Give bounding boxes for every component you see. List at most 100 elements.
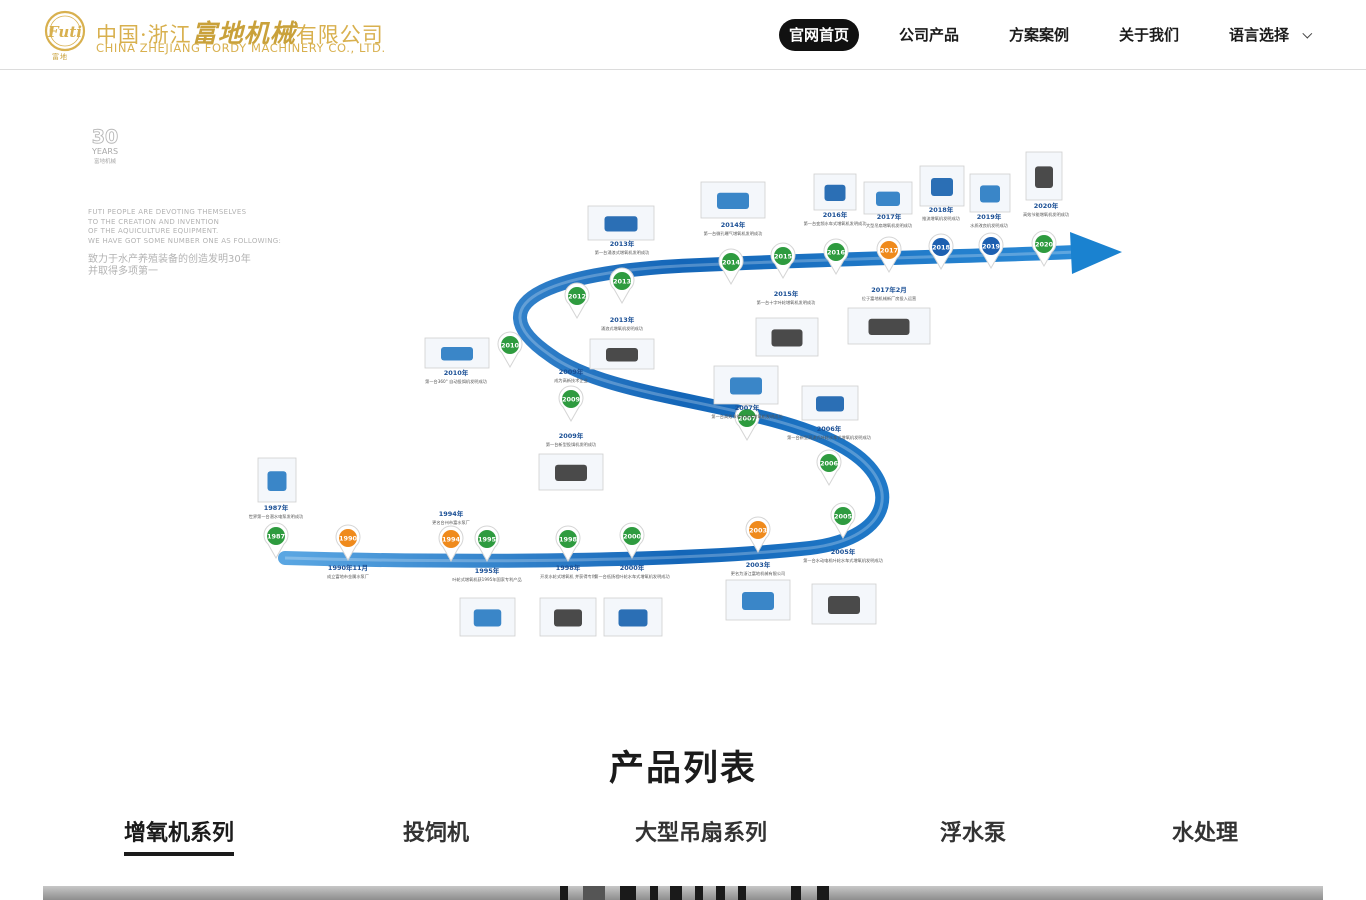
nav-products[interactable]: 公司产品	[899, 19, 959, 51]
event-product-image	[424, 337, 490, 369]
timeline-pin: 2013	[609, 267, 635, 305]
timeline-pin: 1994	[438, 525, 464, 563]
timeline-pin: 1987	[263, 522, 289, 560]
event-product-shape	[717, 192, 749, 209]
banner-stripe	[583, 886, 605, 900]
event-description: 第一台新型涡流式叶轮水车式增氧机发明成功	[787, 434, 871, 441]
timeline-ribbon-highlight	[284, 250, 1076, 563]
pin-year-label: 2009	[562, 396, 581, 404]
pin-year-label: 1987	[267, 533, 285, 541]
pin-year-label: 2006	[820, 460, 839, 468]
intro-en-line: WE HAVE GOT SOME NUMBER ONE AS FOLLOWING…	[88, 236, 282, 245]
banner-stripe	[670, 886, 682, 900]
tab-feeder[interactable]: 投饲机	[403, 821, 470, 846]
event-product-shape	[828, 596, 860, 614]
banner-stripe	[738, 886, 746, 900]
intro-en-line: FUTI PEOPLE ARE DEVOTING THEMSELVES	[88, 208, 247, 216]
pin-year-label: 2012	[568, 293, 586, 301]
event-product-shape	[816, 396, 844, 412]
timeline-intro: FUTI PEOPLE ARE DEVOTING THEMSELVES TO T…	[88, 208, 281, 278]
tab-water-treatment[interactable]: 水处理	[1172, 821, 1239, 846]
event-description: 成立富地市金属水泵厂	[327, 573, 369, 580]
banner-stripe	[695, 886, 703, 900]
event-description: 推流增氧机发明成功	[922, 215, 960, 222]
pin-year-label: 2020	[1035, 241, 1054, 249]
event-product-shape	[868, 318, 910, 335]
timeline-pin: 2017	[876, 236, 902, 274]
logo-cn-prefix: 中国·浙江	[96, 23, 192, 47]
event-year: 2017年2月	[871, 285, 907, 294]
event-year: 1987年	[264, 503, 289, 512]
product-category-tabs: 增氧机系列 投饲机 大型吊扇系列 浮水泵 水处理	[0, 816, 1366, 860]
event-description: 成为高新技术企业	[554, 377, 588, 384]
event-description: 世界第一台潜水电泵发明成功	[249, 513, 303, 520]
timeline-pin: 2015	[770, 242, 796, 280]
event-description: 第一台水动电机叶轮水车式增氧机发明成功	[803, 557, 883, 564]
event-product-shape	[931, 178, 953, 196]
nav-about[interactable]: 关于我们	[1119, 19, 1179, 51]
event-product-shape	[606, 348, 638, 362]
pin-year-label: 1998	[559, 536, 578, 544]
chevron-down-icon	[1302, 28, 1313, 39]
nav-language-select[interactable]: 语言选择	[1229, 19, 1313, 51]
event-product-image	[811, 583, 877, 625]
thirty-years-badge: 30 YEARS 富地机械	[91, 126, 119, 165]
futi-logo-icon: Futi	[44, 10, 86, 52]
pin-year-label: 2016	[827, 249, 846, 257]
intro-en-line: OF THE AQUICULTURE EQUIPMENT.	[88, 227, 219, 235]
banner-stripe	[817, 886, 829, 900]
timeline-pin: 2012	[564, 282, 590, 320]
event-product-shape	[267, 471, 287, 491]
tab-aerator-series[interactable]: 增氧机系列	[124, 816, 235, 856]
event-year: 2013年	[610, 315, 635, 324]
logo-cn-brand: 富地机械	[191, 19, 296, 48]
event-product-shape	[1035, 166, 1053, 188]
timeline-pin: 2009	[558, 385, 584, 423]
site-header: Futi 富地 中国·浙江富地机械有限公司 CHINA ZHEJIANG FOR…	[0, 0, 1366, 70]
tab-ceiling-fan-series[interactable]: 大型吊扇系列	[635, 821, 768, 846]
logo-cn-suffix: 有限公司	[295, 23, 384, 47]
timeline-pin: 2010	[497, 331, 523, 369]
pin-year-label: 2007	[738, 415, 756, 423]
event-product-shape	[980, 185, 1000, 203]
event-description: 水质改良机发明成功	[970, 222, 1008, 229]
timeline-pin: 2005	[830, 502, 856, 540]
event-year: 2009年	[559, 367, 584, 376]
event-description: 叶轮式增氧机获1995年国家专利产品	[452, 576, 521, 583]
event-description: 第一台高效节能水车式增氧机发明成功	[711, 413, 782, 420]
logo-english-name: CHINA ZHEJIANG FORDY MACHINERY CO., LTD.	[96, 41, 386, 55]
tab-floating-pump[interactable]: 浮水泵	[940, 821, 1007, 846]
event-description: 第一台低扬程叶轮水车式增氧机发明成功	[594, 573, 669, 580]
company-logo[interactable]: Futi 富地 中国·浙江富地机械有限公司 CHINA ZHEJIANG FOR…	[42, 10, 422, 62]
banner-stripe	[620, 886, 636, 900]
pin-year-label: 2005	[834, 513, 853, 521]
event-product-shape	[742, 592, 774, 610]
event-description: 第一台涌浪式增氧机发明成功	[595, 249, 649, 256]
event-description: 开发水轮式增氧机 并获得专利	[540, 573, 596, 580]
nav-home-label: 官网首页	[789, 26, 850, 44]
event-year: 1994年	[439, 509, 464, 518]
event-year: 1990年11月	[328, 563, 368, 572]
nav-cases[interactable]: 方案案例	[1009, 19, 1069, 51]
logo-chinese-name: 中国·浙江富地机械有限公司	[96, 14, 384, 50]
logo-mark-subtext: 富地	[52, 53, 68, 61]
event-product-shape	[473, 609, 502, 627]
timeline-pin: 2003	[745, 516, 771, 554]
event-description: 第一台微孔曝气增氧机发明成功	[704, 230, 763, 237]
event-product-shape	[876, 191, 900, 206]
nav-home[interactable]: 官网首页	[779, 19, 860, 51]
event-description: 涌浪式增氧机发明成功	[601, 325, 643, 332]
